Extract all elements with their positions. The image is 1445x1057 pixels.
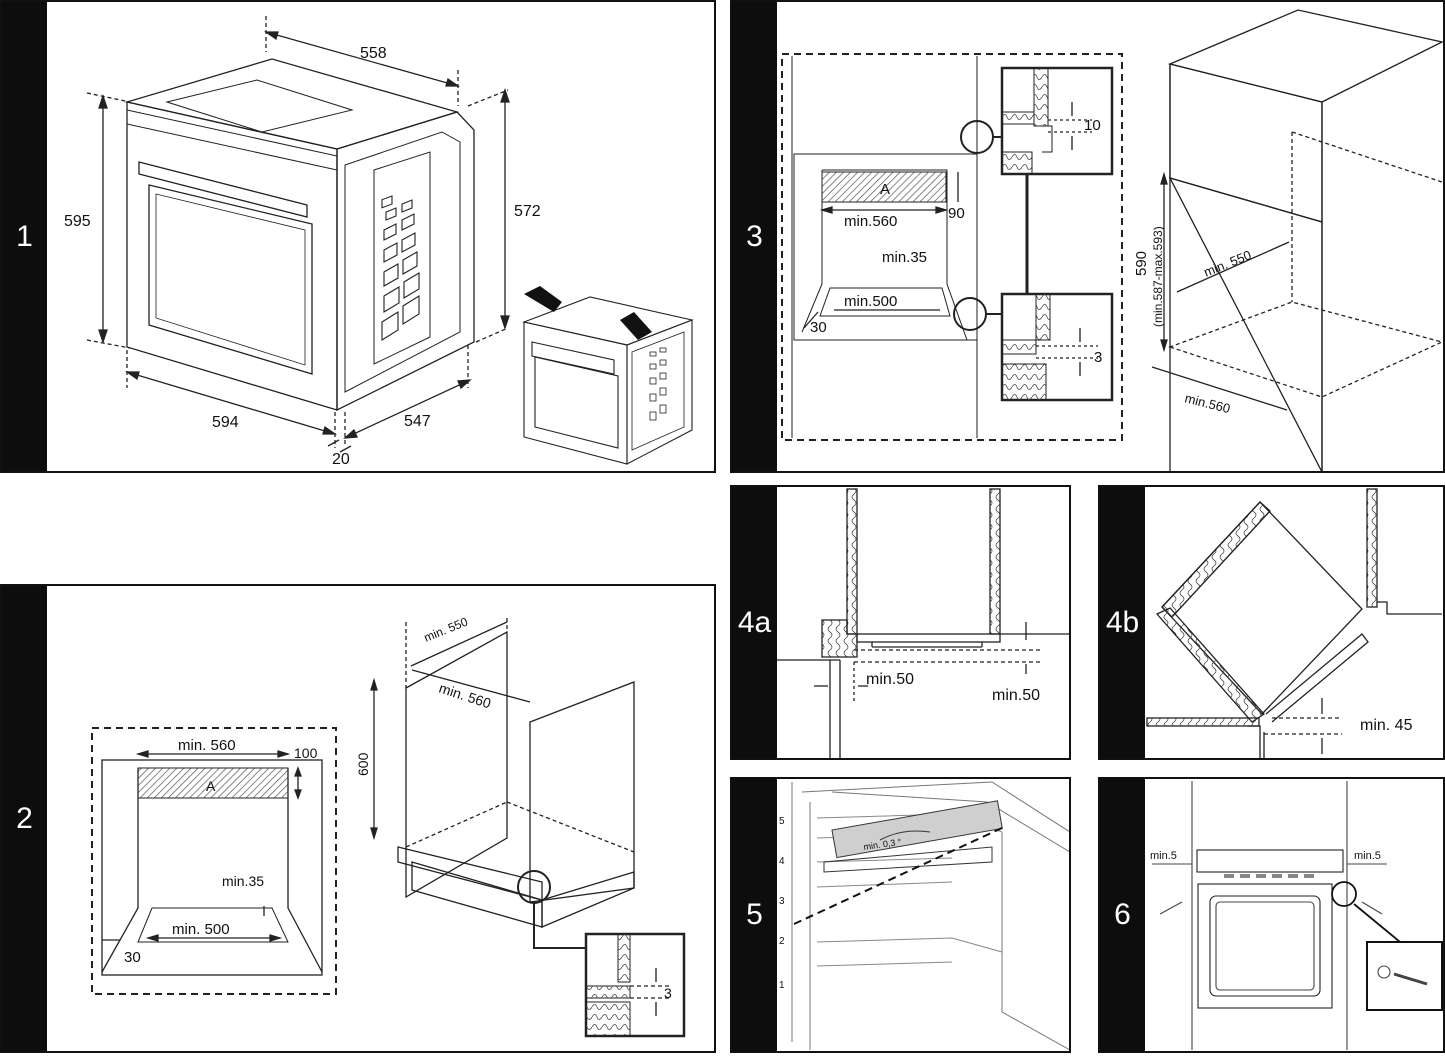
label-area-a: A — [206, 778, 216, 794]
panel-4b: 4b min. 45 — [1098, 485, 1445, 760]
cabinet-under-counter-drawing — [91, 618, 686, 1038]
hand-icon — [620, 312, 652, 340]
label-min50-right: min.50 — [992, 687, 1040, 704]
panel-2: 2 — [0, 584, 716, 1053]
dim-558: 558 — [360, 45, 387, 62]
shelf-level-4: 4 — [779, 856, 785, 867]
oven-door-handle — [138, 161, 308, 218]
label-10: 10 — [1084, 117, 1101, 134]
oven-fixing-drawing — [1152, 781, 1443, 1050]
panel-number: 3 — [746, 219, 763, 253]
label-area-a: A — [880, 181, 890, 198]
panel-5: 5 5 4 3 2 1 min. 0,3 ° — [730, 777, 1071, 1053]
label-590-range: (min.587-max.593) — [1151, 226, 1165, 327]
dim-595: 595 — [64, 213, 91, 230]
panel-tab: 2 — [2, 586, 47, 1051]
label-min560-bottom: min.560 — [1183, 390, 1232, 416]
panel-tab: 4a — [732, 487, 777, 758]
label-min35: min.35 — [222, 873, 264, 889]
label-90: 90 — [948, 205, 965, 222]
tall-cabinet-drawing — [781, 9, 1443, 471]
small-oven-illustration — [522, 286, 694, 465]
detail-box — [584, 932, 686, 1038]
panel-number: 5 — [746, 898, 763, 931]
shelf-level-5: 5 — [779, 816, 785, 827]
panel-number: 2 — [16, 801, 33, 835]
panel-tab: 3 — [732, 2, 777, 471]
shelf-level-3: 3 — [779, 896, 785, 907]
label-min560: min.560 — [844, 213, 897, 230]
panel-6: 6 min.5 min.5 — [1098, 777, 1445, 1053]
label-min5-left: min.5 — [1150, 850, 1177, 862]
label-min50-left: min.50 — [866, 671, 914, 688]
label-30: 30 — [810, 319, 827, 336]
dim-594: 594 — [212, 414, 239, 431]
label-min5-right: min.5 — [1354, 850, 1381, 862]
label-min550: min. 550 — [1202, 247, 1254, 280]
panel-number: 1 — [16, 219, 33, 253]
panel-1: 1 — [0, 0, 716, 473]
label-angle: min. 0,3 ° — [863, 837, 903, 852]
shelf-level-1: 1 — [779, 980, 785, 991]
panel-tab: 4b — [1100, 487, 1145, 758]
corner-clearance-drawing — [1146, 488, 1442, 758]
dim-547: 547 — [404, 413, 431, 430]
label-min35: min.35 — [882, 249, 927, 266]
oven-door-glass — [148, 184, 313, 375]
shelf-level-2: 2 — [779, 936, 785, 947]
label-min500: min.500 — [844, 293, 897, 310]
label-detail-3: 3 — [664, 985, 672, 1001]
label-30: 30 — [124, 949, 141, 966]
label-590: 590 — [1133, 251, 1150, 276]
label-100: 100 — [294, 745, 318, 761]
panel-number: 4b — [1105, 605, 1140, 639]
label-cab-600: 600 — [355, 752, 371, 776]
cabinet-illustration — [370, 618, 635, 949]
label-cab-550: min. 550 — [422, 614, 470, 644]
panel-tab: 6 — [1100, 779, 1145, 1051]
hand-icon — [524, 286, 562, 312]
panel-number: 6 — [1114, 898, 1131, 931]
tall-cabinet-illustration — [1151, 9, 1443, 471]
dim-572: 572 — [514, 203, 541, 220]
label-3: 3 — [1094, 349, 1102, 366]
panel-3: 3 — [730, 0, 1445, 473]
panel-tab: 5 — [732, 779, 777, 1051]
label-min500: min. 500 — [172, 921, 230, 938]
oven-dimensions-drawing — [86, 16, 694, 465]
side-vents — [381, 195, 420, 341]
side-clearance-drawing — [777, 488, 1069, 758]
panel-4a: 4a min.50 min.50 — [730, 485, 1071, 760]
oven-side-face — [336, 111, 475, 412]
panel-tab: 1 — [2, 2, 47, 471]
label-cab-560: min. 560 — [437, 680, 493, 712]
dim-20: 20 — [332, 451, 350, 468]
panel-number: 4a — [737, 605, 772, 639]
label-min560: min. 560 — [178, 737, 236, 754]
label-min45: min. 45 — [1360, 717, 1413, 734]
oven-interior-drawing — [791, 781, 1069, 1051]
